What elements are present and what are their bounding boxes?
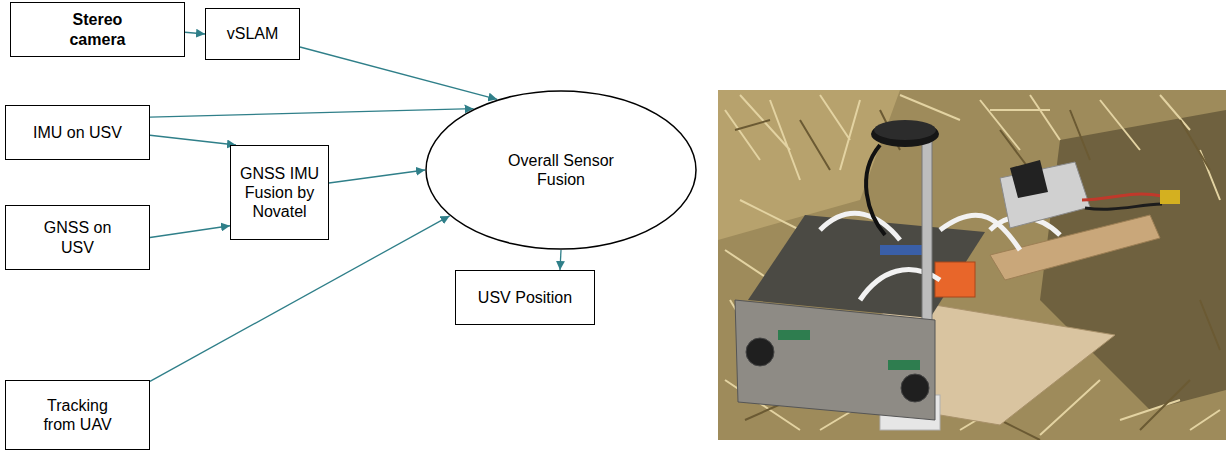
arrow-connector — [300, 47, 497, 99]
gnss-antenna — [871, 121, 939, 147]
arrow-connector — [150, 226, 230, 238]
node-label: Overall Sensor Fusion — [491, 151, 631, 189]
pcb-strip — [888, 360, 920, 370]
ellipse-shape — [426, 91, 696, 249]
pcb-strip — [778, 330, 810, 340]
device-interior — [748, 215, 985, 318]
antenna-pole — [922, 140, 932, 330]
sensor-box: Stereo camera — [10, 2, 185, 57]
connector — [901, 374, 929, 402]
white-cables — [820, 213, 1060, 300]
node-label: GNSS IMU Fusion by Novatel — [239, 164, 320, 222]
xt-connector — [1160, 190, 1180, 204]
arrow-connector — [150, 135, 236, 145]
circuit-board — [880, 245, 922, 255]
arrow-connector — [185, 32, 205, 34]
process-box: GNSS IMU Fusion by Novatel — [230, 145, 329, 240]
fusion-ellipse: Overall Sensor Fusion — [425, 90, 697, 250]
sensor-box: IMU on USV — [5, 105, 150, 160]
arrow-connector — [329, 170, 425, 183]
red-wire — [1082, 194, 1162, 200]
node-label: IMU on USV — [33, 123, 122, 142]
arrow-connector — [150, 216, 450, 382]
front-plate — [735, 300, 935, 420]
battery-charger — [1010, 160, 1048, 198]
black-cable — [866, 145, 885, 235]
process-box: vSLAM — [205, 8, 300, 60]
arrow-connector — [560, 250, 561, 270]
orange-module — [935, 262, 975, 297]
node-label: vSLAM — [227, 24, 279, 43]
output-box: USV Position — [455, 270, 595, 325]
grass-blades-light — [725, 95, 1220, 435]
ellipse-outline — [425, 90, 697, 250]
grass-ground — [718, 90, 1226, 440]
node-label: USV Position — [478, 288, 572, 307]
black-wire — [1085, 204, 1162, 209]
connector — [746, 338, 774, 366]
node-label: Tracking from UAV — [30, 396, 125, 434]
node-label: GNSS on USV — [38, 218, 118, 256]
grass-blades-dark — [735, 110, 1220, 440]
sensor-box: GNSS on USV — [5, 205, 150, 270]
arrow-connector — [150, 109, 474, 117]
gnss-antenna-top — [874, 120, 936, 140]
sensor-box: Tracking from UAV — [5, 380, 150, 450]
node-label: Stereo camera — [58, 10, 138, 48]
photo-group — [718, 90, 1226, 440]
